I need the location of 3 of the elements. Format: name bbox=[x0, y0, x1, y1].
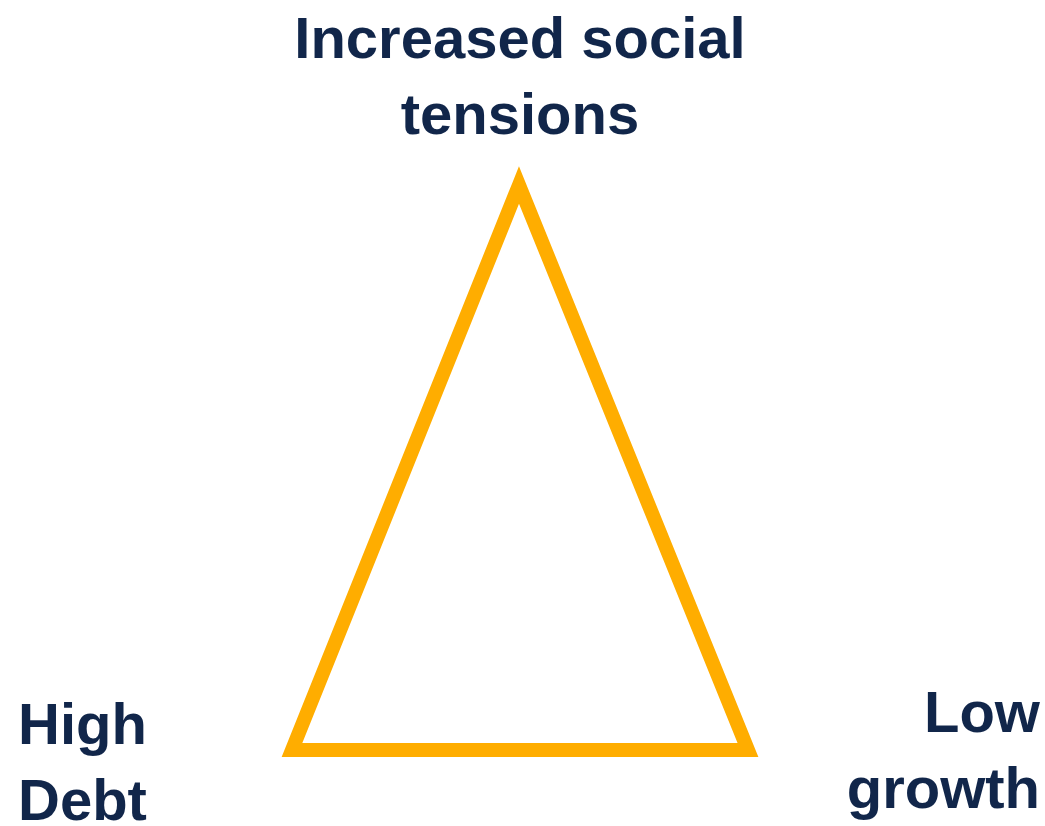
vertex-label: High Debt bbox=[18, 690, 148, 826]
vertex-label: Low growth bbox=[845, 678, 1040, 822]
vertex-label: Increased social tensions bbox=[293, 4, 747, 148]
